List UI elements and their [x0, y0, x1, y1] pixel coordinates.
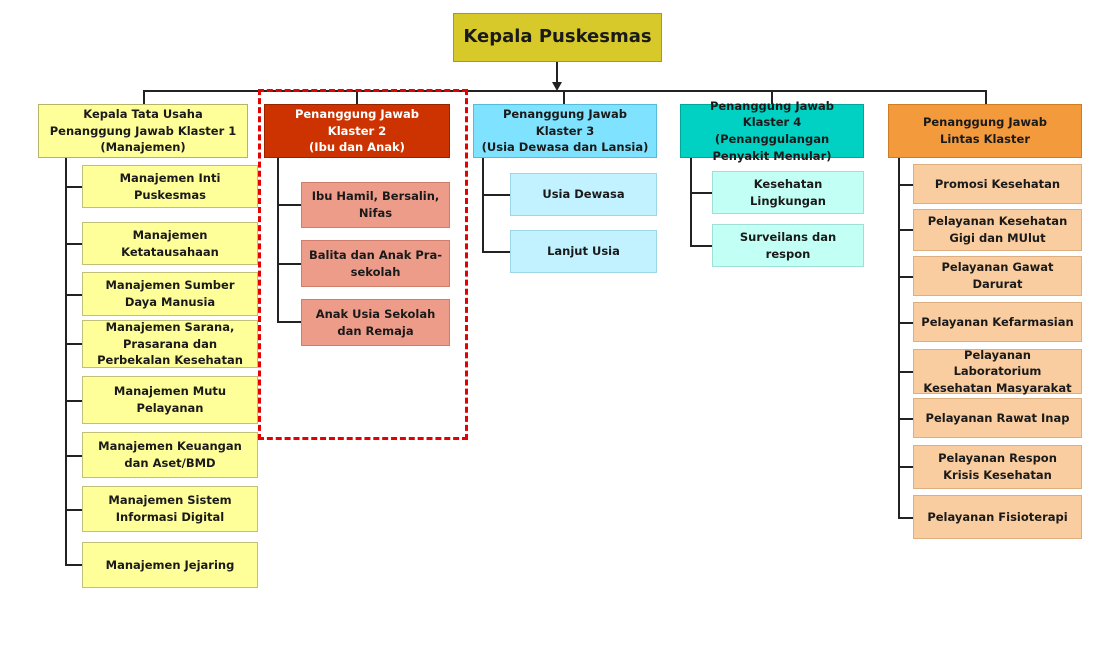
connector: [482, 251, 510, 253]
connector: [65, 243, 82, 245]
node-cluster-5-item: Pelayanan Respon Krisis Kesehatan: [913, 445, 1082, 489]
connector: [898, 229, 913, 231]
node-cluster-2-item: Balita dan Anak Pra-sekolah: [301, 240, 450, 287]
connector: [690, 192, 712, 194]
connector: [898, 276, 913, 278]
node-cluster-1-item: Manajemen Mutu Pelayanan: [82, 376, 258, 424]
arrow-down-icon: [552, 82, 562, 91]
node-cluster-1-item: Manajemen Keuangan dan Aset/BMD: [82, 432, 258, 478]
connector: [898, 158, 900, 518]
node-cluster-1-item: Manajemen Inti Puskesmas: [82, 165, 258, 208]
node-cluster-4-item: Surveilans dan respon: [712, 224, 864, 267]
connector: [898, 184, 913, 186]
connector: [690, 158, 692, 246]
connector: [277, 204, 301, 206]
connector: [771, 90, 773, 104]
connector: [65, 564, 82, 566]
connector: [898, 466, 913, 468]
node-cluster-1-item: Manajemen Ketatausahaan: [82, 222, 258, 265]
connector: [556, 62, 558, 83]
node-cluster-5-item: Pelayanan Gawat Darurat: [913, 256, 1082, 296]
connector: [482, 194, 510, 196]
connector: [482, 158, 484, 252]
connector: [898, 322, 913, 324]
node-cluster-2-item: Ibu Hamil, Bersalin, Nifas: [301, 182, 450, 228]
node-cluster-5-item: Pelayanan Kefarmasian: [913, 302, 1082, 342]
highlight-cluster-2: [258, 89, 468, 440]
connector: [690, 245, 712, 247]
connector: [143, 90, 145, 104]
node-cluster-5-item: Pelayanan Fisioterapi: [913, 495, 1082, 539]
connector: [143, 90, 987, 92]
node-cluster-5-header: Penanggung Jawab Lintas Klaster: [888, 104, 1082, 158]
node-kepala-puskesmas: Kepala Puskesmas: [453, 13, 662, 62]
connector: [65, 294, 82, 296]
node-cluster-1-header: Kepala Tata Usaha Penanggung Jawab Klast…: [38, 104, 248, 158]
connector: [277, 321, 301, 323]
node-cluster-4-item: Kesehatan Lingkungan: [712, 171, 864, 214]
connector: [356, 90, 358, 104]
connector: [277, 263, 301, 265]
node-cluster-1-item: Manajemen Sarana, Prasarana dan Perbekal…: [82, 320, 258, 368]
node-cluster-3-item: Usia Dewasa: [510, 173, 657, 216]
connector: [65, 186, 82, 188]
node-cluster-2-item: Anak Usia Sekolah dan Remaja: [301, 299, 450, 346]
connector: [985, 90, 987, 104]
connector: [898, 517, 913, 519]
connector: [65, 158, 67, 564]
node-cluster-1-item: Manajemen Sumber Daya Manusia: [82, 272, 258, 316]
node-cluster-5-item: Pelayanan Kesehatan Gigi dan MUlut: [913, 209, 1082, 251]
node-cluster-2-header: Penanggung Jawab Klaster 2 (Ibu dan Anak…: [264, 104, 450, 158]
connector: [65, 343, 82, 345]
node-cluster-3-item: Lanjut Usia: [510, 230, 657, 273]
node-cluster-5-item: Pelayanan Rawat Inap: [913, 398, 1082, 438]
node-cluster-3-header: Penanggung Jawab Klaster 3 (Usia Dewasa …: [473, 104, 657, 158]
node-cluster-1-item: Manajemen Sistem Informasi Digital: [82, 486, 258, 532]
node-cluster-1-item: Manajemen Jejaring: [82, 542, 258, 588]
connector: [563, 90, 565, 104]
node-cluster-4-header: Penanggung Jawab Klaster 4 (Penanggulang…: [680, 99, 864, 163]
connector: [65, 400, 82, 402]
connector: [898, 418, 913, 420]
connector: [898, 371, 913, 373]
node-cluster-5-item: Pelayanan Laboratorium Kesehatan Masyara…: [913, 348, 1082, 395]
connector: [65, 455, 82, 457]
connector: [65, 509, 82, 511]
node-cluster-5-item: Promosi Kesehatan: [913, 164, 1082, 204]
connector: [277, 158, 279, 322]
